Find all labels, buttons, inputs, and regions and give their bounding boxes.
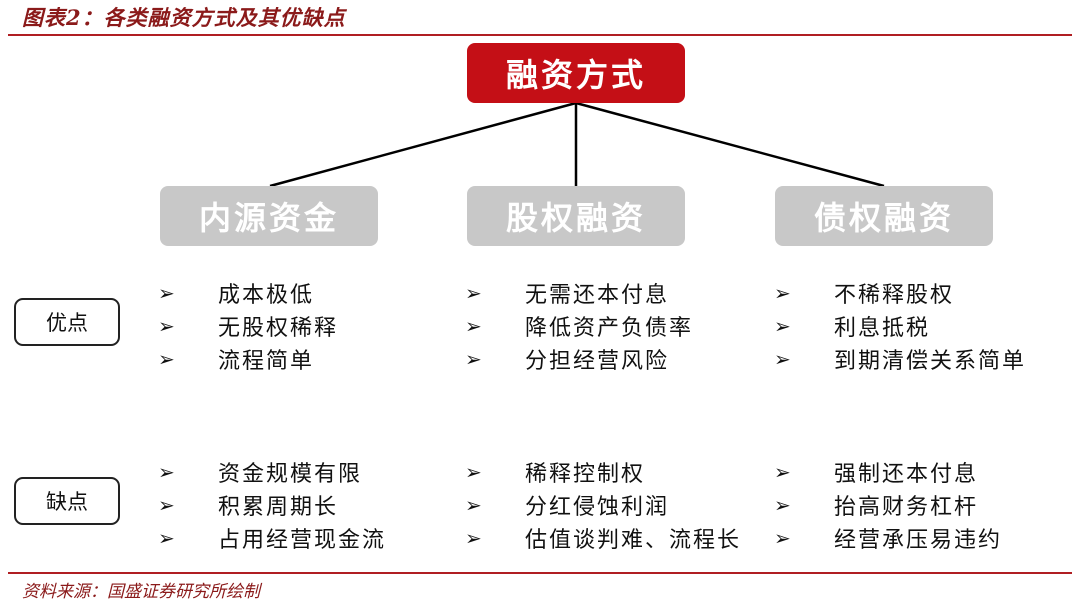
list-item: ➢ 经营承压易违约	[774, 521, 1002, 554]
list-item: ➢ 稀释控制权	[465, 455, 741, 488]
list-item-text: 降低资产负债率	[525, 315, 694, 341]
list-item: ➢ 利息抵税	[774, 309, 1026, 342]
category-debt-financing: 债权融资	[775, 186, 993, 246]
list-item-text: 估值谈判难、流程长	[525, 527, 742, 553]
list-item-text: 分红侵蚀利润	[525, 494, 670, 520]
bullet-arrow-icon: ➢	[774, 280, 793, 305]
list-item-text: 经营承压易违约	[834, 527, 1003, 553]
connector-right	[575, 101, 885, 188]
cons-label: 缺点	[14, 477, 120, 525]
cons-list-internal: ➢ 资金规模有限 ➢ 积累周期长 ➢ 占用经营现金流	[158, 455, 386, 554]
top-rule	[8, 34, 1072, 36]
bullet-arrow-icon: ➢	[158, 492, 177, 517]
list-item-text: 无股权稀释	[218, 315, 339, 341]
pros-list-debt: ➢ 不稀释股权 ➢ 利息抵税 ➢ 到期清偿关系简单	[774, 276, 1026, 375]
bullet-arrow-icon: ➢	[158, 525, 177, 550]
list-item: ➢ 不稀释股权	[774, 276, 1026, 309]
bullet-arrow-icon: ➢	[465, 492, 484, 517]
list-item-text: 资金规模有限	[218, 461, 363, 487]
list-item: ➢ 流程简单	[158, 342, 338, 375]
bullet-arrow-icon: ➢	[774, 525, 793, 550]
list-item: ➢ 无股权稀释	[158, 309, 338, 342]
list-item-text: 积累周期长	[218, 494, 339, 520]
list-item: ➢ 强制还本付息	[774, 455, 1002, 488]
bullet-arrow-icon: ➢	[465, 280, 484, 305]
list-item: ➢ 估值谈判难、流程长	[465, 521, 741, 554]
bullet-arrow-icon: ➢	[158, 280, 177, 305]
list-item-text: 占用经营现金流	[218, 527, 387, 553]
list-item: ➢ 到期清偿关系简单	[774, 342, 1026, 375]
list-item-text: 不稀释股权	[834, 282, 955, 308]
bullet-arrow-icon: ➢	[465, 346, 484, 371]
bullet-arrow-icon: ➢	[774, 459, 793, 484]
bullet-arrow-icon: ➢	[774, 313, 793, 338]
pros-label: 优点	[14, 298, 120, 346]
list-item: ➢ 降低资产负债率	[465, 309, 693, 342]
bullet-arrow-icon: ➢	[774, 492, 793, 517]
bullet-arrow-icon: ➢	[158, 346, 177, 371]
list-item: ➢ 资金规模有限	[158, 455, 386, 488]
bullet-arrow-icon: ➢	[465, 313, 484, 338]
connector-left	[269, 101, 577, 188]
list-item-text: 抬高财务杠杆	[834, 494, 979, 520]
list-item: ➢ 积累周期长	[158, 488, 386, 521]
list-item: ➢ 分红侵蚀利润	[465, 488, 741, 521]
list-item-text: 成本极低	[218, 282, 315, 308]
list-item-text: 到期清偿关系简单	[834, 348, 1027, 374]
list-item-text: 分担经营风险	[525, 348, 670, 374]
list-item: ➢ 分担经营风险	[465, 342, 693, 375]
list-item-text: 利息抵税	[834, 315, 931, 341]
category-internal-funds: 内源资金	[160, 186, 378, 246]
bottom-rule	[8, 572, 1072, 574]
list-item-text: 稀释控制权	[525, 461, 646, 487]
list-item: ➢ 占用经营现金流	[158, 521, 386, 554]
list-item-text: 无需还本付息	[525, 282, 670, 308]
bullet-arrow-icon: ➢	[465, 459, 484, 484]
source-note: 资料来源：国盛证券研究所绘制	[22, 582, 260, 602]
bullet-arrow-icon: ➢	[465, 525, 484, 550]
cons-list-debt: ➢ 强制还本付息 ➢ 抬高财务杠杆 ➢ 经营承压易违约	[774, 455, 1002, 554]
list-item: ➢ 成本极低	[158, 276, 338, 309]
root-node: 融资方式	[467, 43, 685, 103]
list-item-text: 强制还本付息	[834, 461, 979, 487]
figure-title: 图表2：各类融资方式及其优缺点	[22, 5, 346, 30]
bullet-arrow-icon: ➢	[774, 346, 793, 371]
pros-list-equity: ➢ 无需还本付息 ➢ 降低资产负债率 ➢ 分担经营风险	[465, 276, 693, 375]
pros-list-internal: ➢ 成本极低 ➢ 无股权稀释 ➢ 流程简单	[158, 276, 338, 375]
list-item: ➢ 无需还本付息	[465, 276, 693, 309]
category-equity-financing: 股权融资	[467, 186, 685, 246]
bullet-arrow-icon: ➢	[158, 313, 177, 338]
cons-list-equity: ➢ 稀释控制权 ➢ 分红侵蚀利润 ➢ 估值谈判难、流程长	[465, 455, 741, 554]
list-item: ➢ 抬高财务杠杆	[774, 488, 1002, 521]
bullet-arrow-icon: ➢	[158, 459, 177, 484]
list-item-text: 流程简单	[218, 348, 315, 374]
